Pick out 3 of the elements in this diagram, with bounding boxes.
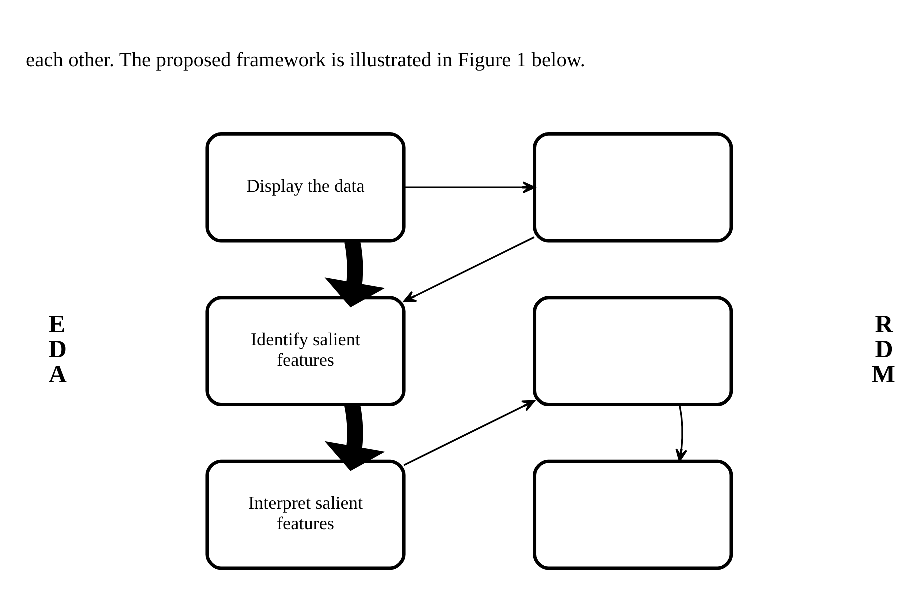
- label: E D A: [48, 312, 67, 389]
- label: each other. The proposed framework is illustrated in Figure 1 below.: [26, 49, 586, 72]
- label: R D M: [872, 312, 896, 389]
